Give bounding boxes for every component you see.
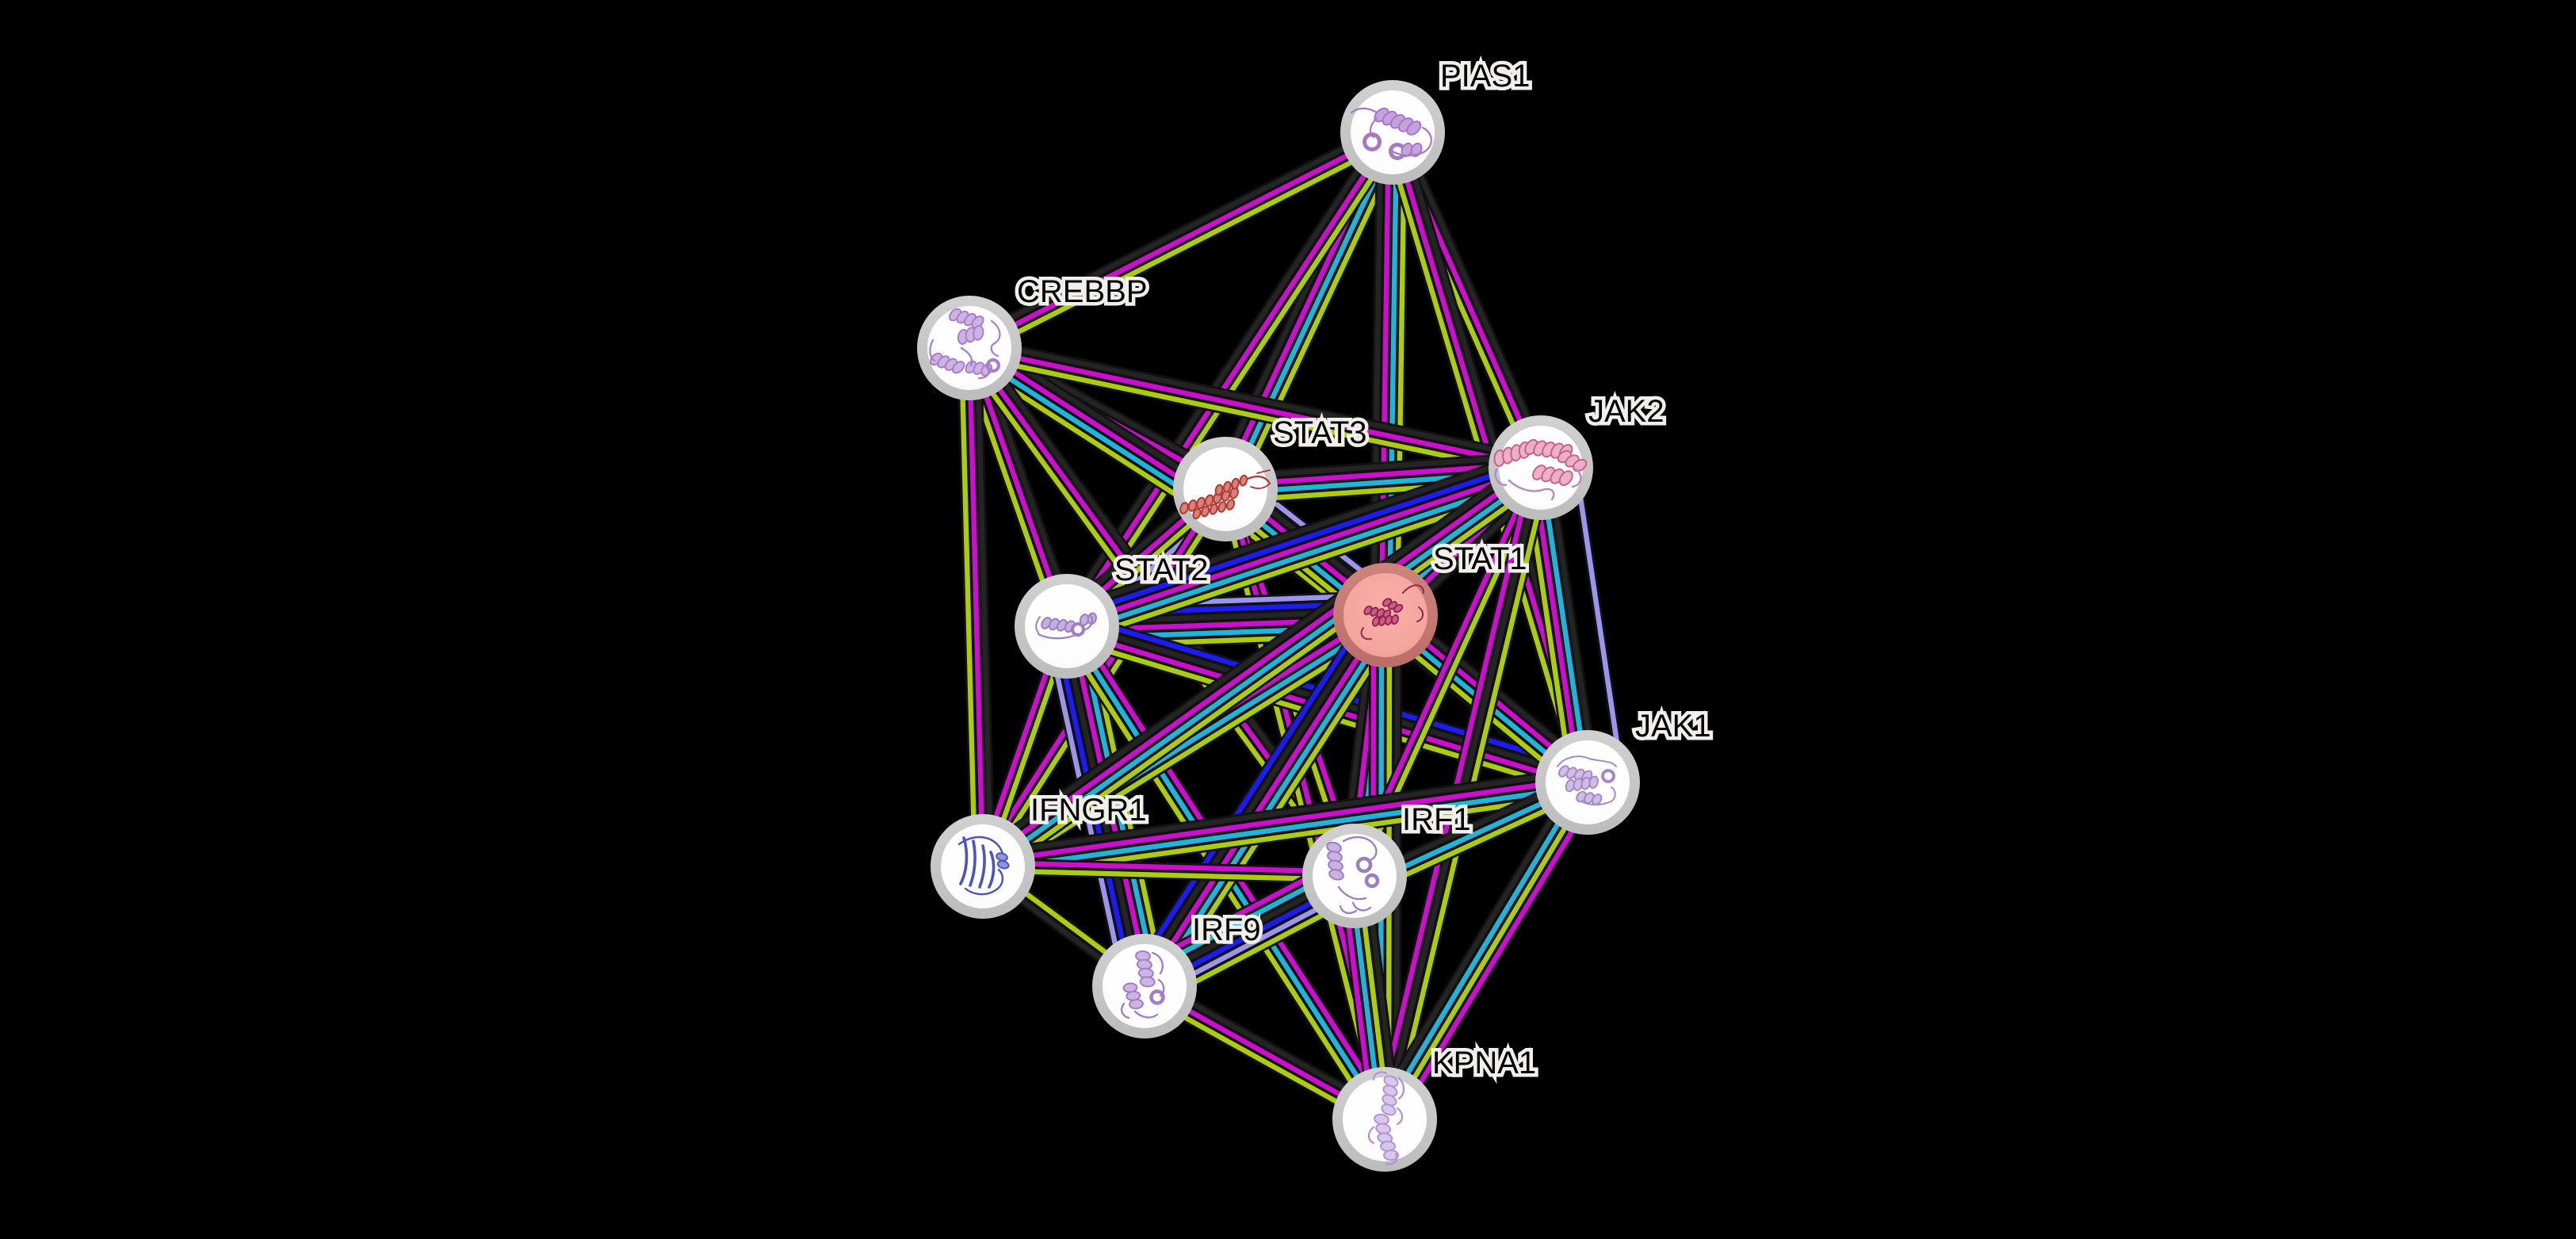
svg-text:PIAS1: PIAS1 [1440, 59, 1530, 94]
svg-text:IFNGR1: IFNGR1 [1030, 793, 1147, 828]
svg-text:STAT3: STAT3 [1273, 415, 1367, 450]
svg-text:STAT2: STAT2 [1114, 553, 1209, 587]
svg-text:PIAS1: PIAS1 [1440, 59, 1530, 94]
svg-text:CREBBP: CREBBP [1017, 274, 1148, 309]
svg-text:STAT1: STAT1 [1433, 541, 1527, 576]
svg-text:CREBBP: CREBBP [1017, 274, 1148, 309]
svg-text:IFNGR1: IFNGR1 [1030, 793, 1147, 828]
svg-text:IRF1: IRF1 [1402, 802, 1471, 837]
svg-text:JAK1: JAK1 [1635, 709, 1711, 744]
svg-text:STAT3: STAT3 [1273, 415, 1367, 450]
svg-text:JAK2: JAK2 [1588, 394, 1664, 429]
svg-text:JAK2: JAK2 [1588, 394, 1664, 429]
svg-text:STAT2: STAT2 [1114, 553, 1209, 587]
svg-text:STAT1: STAT1 [1433, 541, 1527, 576]
svg-text:KPNA1: KPNA1 [1432, 1046, 1536, 1080]
svg-text:JAK1: JAK1 [1635, 709, 1711, 744]
svg-text:KPNA1: KPNA1 [1432, 1046, 1536, 1080]
svg-text:IRF1: IRF1 [1402, 802, 1471, 837]
svg-text:IRF9: IRF9 [1192, 912, 1261, 947]
svg-text:IRF9: IRF9 [1192, 912, 1261, 947]
